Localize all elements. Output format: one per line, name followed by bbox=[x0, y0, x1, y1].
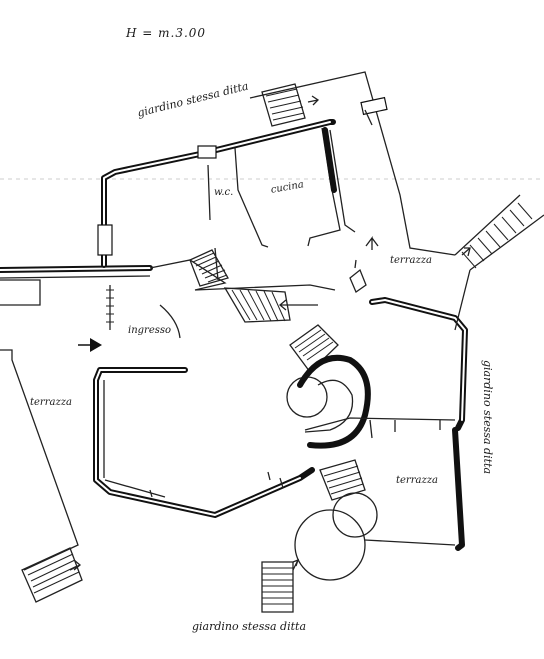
round-element-2 bbox=[332, 492, 378, 538]
height-label: H = m.3.00 bbox=[126, 26, 207, 40]
room-label-wc: w.c. bbox=[214, 187, 234, 198]
room-label-terrazza-left: terrazza bbox=[30, 397, 72, 408]
window-south bbox=[104, 479, 166, 498]
door-ingresso bbox=[159, 304, 181, 339]
stair-terrace-bottom bbox=[319, 459, 366, 501]
stair-interior-top bbox=[189, 249, 229, 287]
kitchen-east-wall bbox=[322, 127, 337, 193]
left-boundary bbox=[0, 279, 41, 306]
terrace-east-wall bbox=[452, 427, 465, 551]
stair-garden-bottom-left bbox=[21, 547, 83, 603]
window-north bbox=[197, 145, 217, 159]
top-chimney bbox=[360, 96, 388, 116]
top-boundary bbox=[249, 71, 456, 256]
stair-central bbox=[223, 287, 291, 323]
right-garden-boundary bbox=[454, 194, 544, 331]
round-element-3 bbox=[294, 509, 366, 581]
room-label-terrazza-bottom-right: terrazza bbox=[396, 475, 438, 486]
stair-garden-top bbox=[261, 83, 306, 127]
garden-label-right: giardino stessa ditta bbox=[481, 360, 494, 475]
stair-spiral bbox=[289, 324, 339, 373]
east-wing-wall bbox=[369, 297, 468, 431]
column-block bbox=[349, 268, 367, 293]
left-terrace-boundary bbox=[0, 349, 79, 571]
garden-label-bottom: giardino stessa ditta bbox=[192, 620, 307, 633]
wc-walls bbox=[207, 147, 269, 248]
window-west bbox=[97, 224, 113, 256]
south-wing-wall bbox=[93, 367, 315, 518]
stair-garden-right bbox=[461, 202, 533, 269]
entry-arrow-head bbox=[90, 338, 102, 352]
terrace-arrow bbox=[365, 236, 379, 250]
room-label-terrazza-top-right: terrazza bbox=[390, 255, 432, 266]
curved-wall bbox=[297, 354, 371, 449]
central-arrow bbox=[278, 299, 318, 311]
room-label-ingresso: ingresso bbox=[128, 325, 172, 336]
stair-garden-bottom bbox=[261, 561, 294, 613]
hall-partition bbox=[149, 259, 336, 291]
